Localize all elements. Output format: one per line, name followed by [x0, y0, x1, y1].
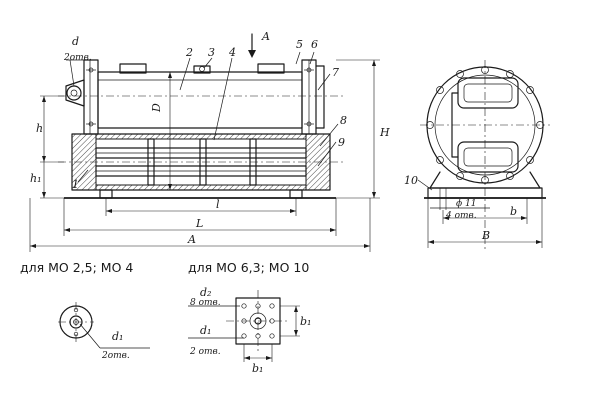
detail-left-holes: 2отв.	[101, 351, 130, 361]
label-part-5: 5	[296, 38, 303, 51]
label-h: h	[36, 122, 43, 135]
label-b: b	[510, 205, 517, 218]
caption-left: для МО 2,5; МО 4	[20, 260, 133, 275]
detail-right-holes8: 8 отв.	[190, 298, 221, 308]
label-phi11: ϕ 11	[456, 199, 476, 209]
label-holes-top: 2отв.	[63, 53, 92, 63]
detail-right-d2: d₂	[200, 286, 211, 299]
label-part-1: 1	[72, 178, 79, 191]
label-B: B	[481, 229, 490, 242]
label-part-9: 9	[338, 136, 345, 149]
detail-left	[58, 302, 150, 349]
label-d: d	[72, 35, 79, 48]
label-part-8: 8	[340, 114, 347, 127]
detail-left-d1: d₁	[112, 330, 123, 343]
label-part-4: 4	[228, 46, 236, 59]
label-l: l	[216, 198, 220, 211]
label-view-A: A	[261, 30, 270, 43]
label-H: H	[379, 126, 390, 139]
label-part-7: 7	[332, 66, 339, 79]
caption-right: для МО 6,3; МО 10	[188, 260, 309, 275]
shell-body	[97, 71, 303, 129]
label-A-dim: A	[187, 233, 196, 246]
detail-right-b1-horizontal: b₁	[252, 362, 263, 375]
label-part-10: 10	[404, 174, 418, 187]
side-view	[29, 33, 380, 252]
end-view	[417, 60, 550, 250]
detail-right-d1: d₁	[200, 324, 211, 337]
label-part-2: 2	[185, 46, 193, 59]
detail-right	[188, 290, 300, 362]
label-h1: h₁	[30, 172, 42, 185]
detail-right-b1-vertical: b₁	[300, 315, 311, 328]
label-part-6: 6	[311, 38, 318, 51]
detail-right-holes2: 2 отв.	[189, 347, 221, 357]
label-L: L	[195, 217, 203, 230]
label-D: D	[150, 103, 163, 113]
label-part-3: 3	[208, 46, 215, 59]
label-holes-4: 4 отв.	[445, 211, 477, 221]
